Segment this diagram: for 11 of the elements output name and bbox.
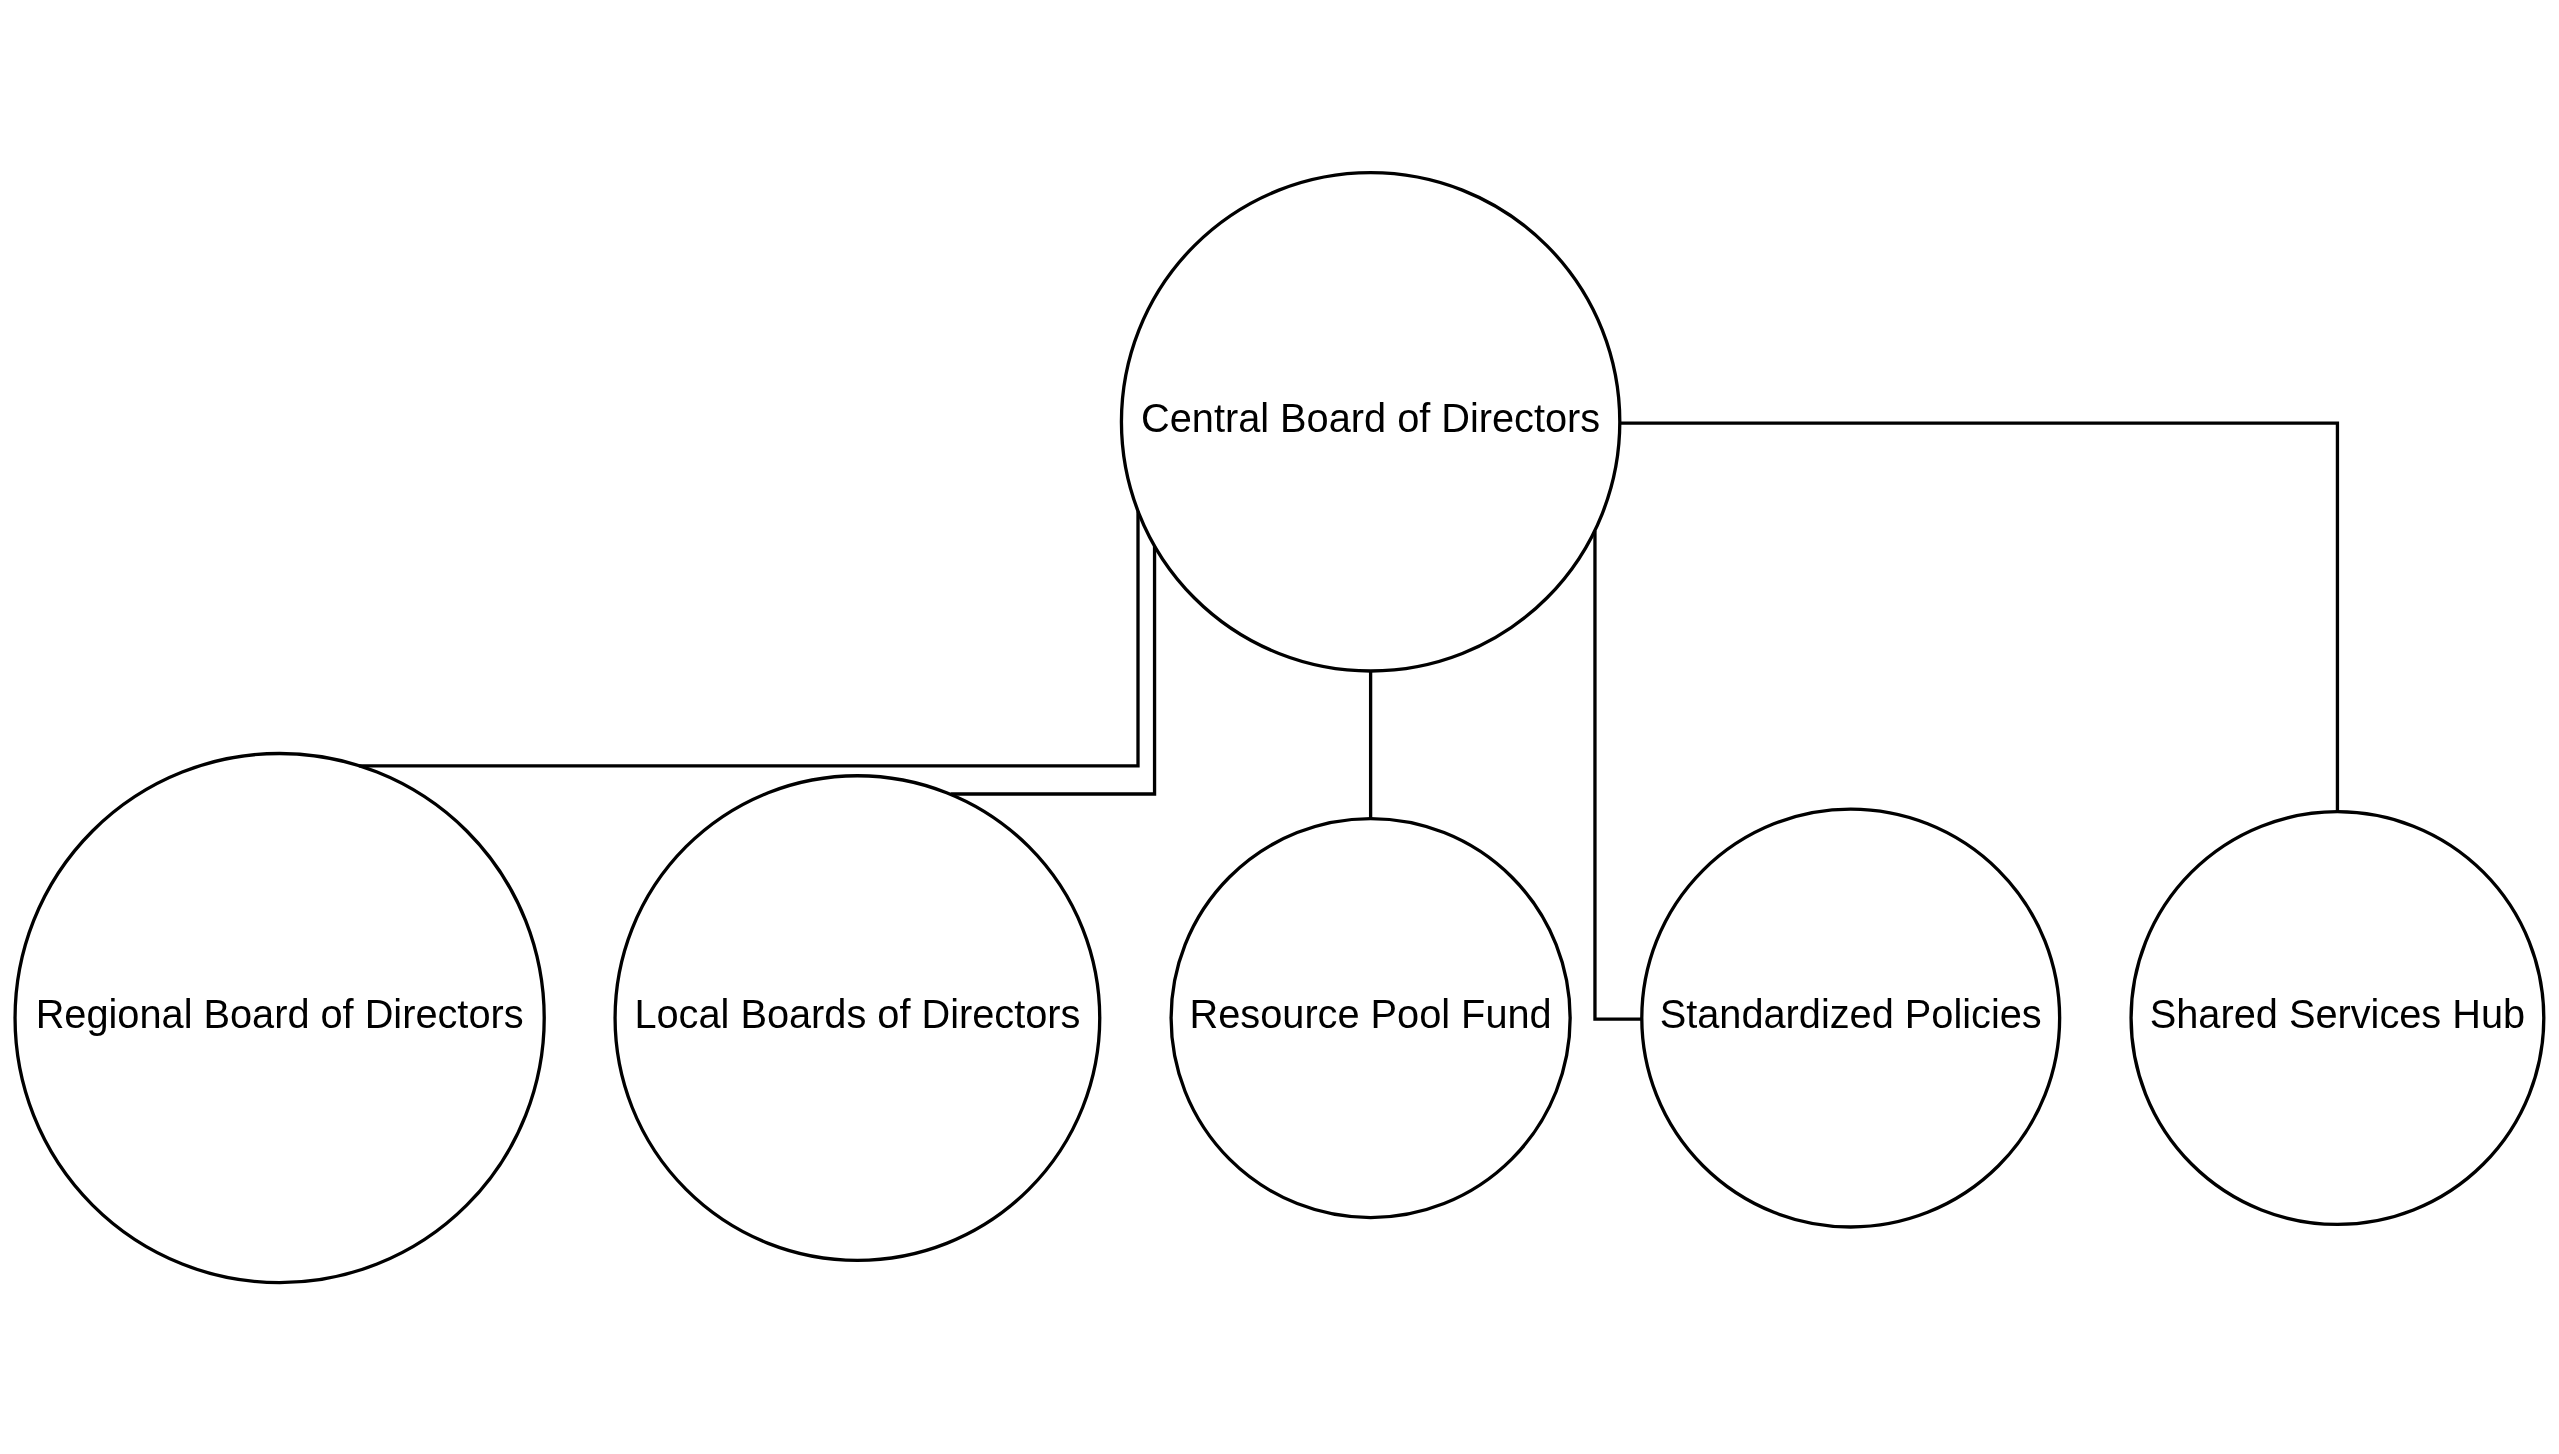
node-circle: Standardized Policies — [1640, 806, 2062, 1229]
node-circle: Resource Pool Fund — [1169, 816, 1572, 1219]
connector — [1368, 670, 1373, 819]
node-circle: Central Board of Directors — [1119, 170, 1622, 673]
connector — [950, 545, 1157, 796]
node-circle: Local Boards of Directors — [613, 773, 1102, 1262]
connector — [1593, 530, 1642, 1021]
connector — [358, 510, 1140, 767]
node-circle: Regional Board of Directors — [13, 751, 546, 1284]
node-circle: Shared Services Hub — [2129, 809, 2546, 1226]
connector — [1620, 421, 2340, 812]
